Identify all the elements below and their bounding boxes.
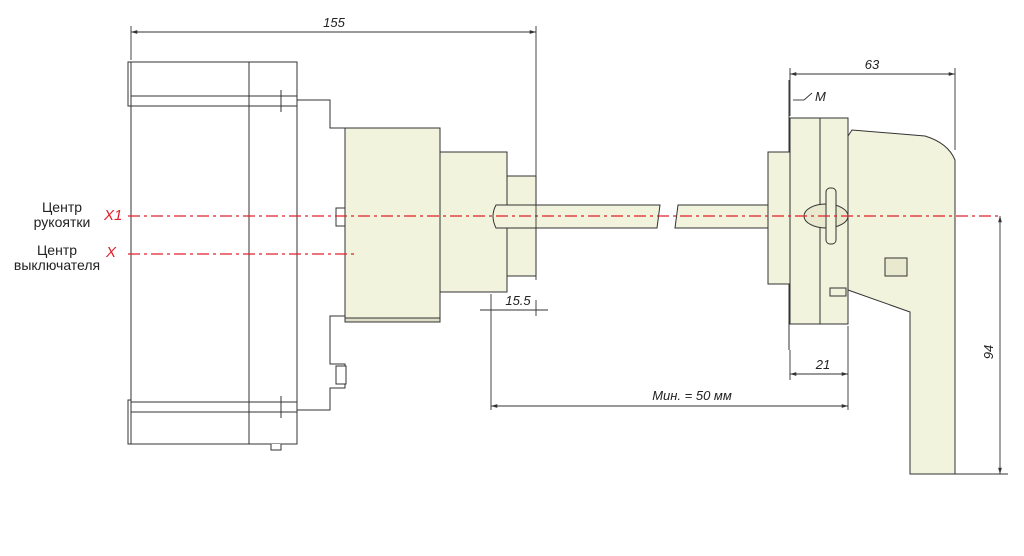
dim-63-label: 63 [865, 57, 880, 72]
handle-assembly [767, 80, 956, 475]
dim-155-label: 155 [323, 15, 345, 30]
shaft-adapter [344, 127, 537, 323]
dim-min-label: Мин. = 50 мм [652, 388, 732, 403]
handle-center-label: Центр рукоятки [22, 200, 102, 230]
dim-15-5-label: 15.5 [505, 293, 531, 308]
switch-center-line-1: Центр [36, 242, 78, 258]
switch-center-line-2: выключателя [13, 257, 101, 273]
switch-center-label: Центр выключателя [2, 243, 112, 273]
dim-21-label: 21 [815, 357, 830, 372]
switch-body [127, 61, 347, 451]
handle-center-line-1: Центр [41, 199, 83, 215]
dim-94-label: 94 [981, 345, 996, 359]
axis-x1-label: X1 [104, 207, 123, 224]
marker-m-label: M [815, 89, 826, 104]
axis-x-label: X [106, 244, 117, 261]
handle-center-line-2: рукоятки [33, 214, 91, 230]
